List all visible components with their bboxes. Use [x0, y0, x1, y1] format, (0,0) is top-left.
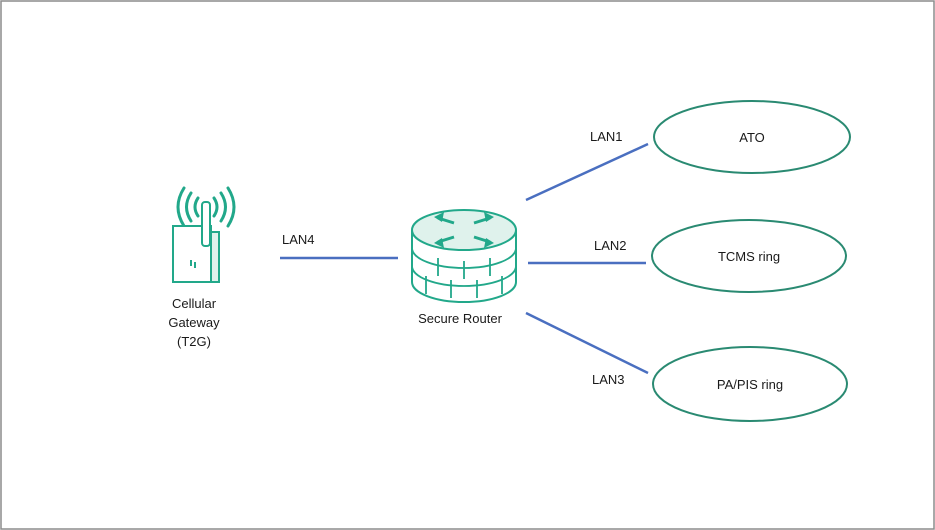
gateway-label-line2: Gateway [168, 315, 220, 330]
link-lan3 [525, 311, 649, 375]
label-lan4: LAN4 [282, 232, 315, 247]
network-tcms-shape [651, 219, 847, 293]
label-lan1: LAN1 [590, 129, 623, 144]
link-lan1 [525, 142, 649, 202]
network-papis-shape [652, 346, 848, 422]
radio-wave-left-mid [185, 191, 193, 223]
gateway-antenna [201, 201, 211, 247]
network-ato-label: ATO [739, 130, 765, 145]
radio-wave-right-outer [226, 186, 236, 228]
gateway-side [210, 231, 220, 283]
router-top [411, 209, 517, 251]
label-lan3: LAN3 [592, 372, 625, 387]
gateway-label-line3: (T2G) [177, 334, 211, 349]
gateway-label-line1: Cellular [172, 296, 217, 311]
radio-wave-left-outer [176, 186, 186, 228]
network-papis-ring: PA/PIS ring [652, 346, 848, 422]
radio-wave-left-inner [193, 196, 200, 218]
cellular-gateway-icon [172, 186, 236, 283]
network-papis-label: PA/PIS ring [717, 377, 783, 392]
router-brick-line-2 [411, 265, 517, 287]
radio-wave-right-inner [212, 196, 219, 218]
router-label: Secure Router [418, 311, 502, 326]
radio-wave-right-mid [219, 191, 227, 223]
network-ato-shape [653, 100, 851, 174]
secure-router-icon [411, 209, 517, 303]
label-lan2: LAN2 [594, 238, 627, 253]
network-tcms-label: TCMS ring [718, 249, 780, 264]
router-arrows-icon [434, 212, 494, 248]
network-tcms-ring: TCMS ring [651, 219, 847, 293]
network-ato: ATO [653, 100, 851, 174]
